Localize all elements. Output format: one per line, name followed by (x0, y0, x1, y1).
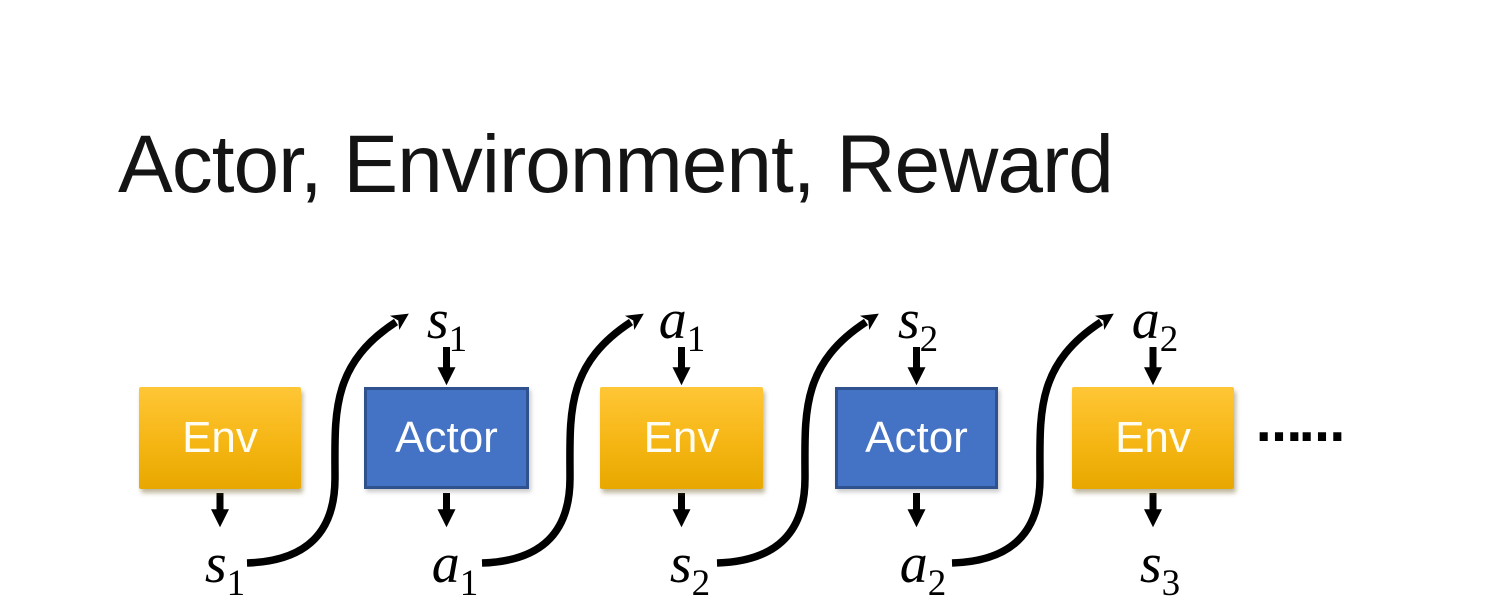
env-box-1: Env (139, 387, 301, 489)
label-a1-top: a1 (632, 292, 732, 358)
label-a1-top-sub: 1 (686, 319, 706, 360)
env-box-2-label: Env (643, 413, 720, 462)
label-a2-bottom-sub: 2 (927, 563, 947, 604)
env-box-2: Env (600, 387, 763, 489)
label-s2-top-sub: 2 (919, 319, 939, 360)
env-box-1-label: Env (182, 413, 258, 462)
label-a1-bottom: a1 (405, 536, 505, 602)
label-s3-bottom-sub: 3 (1161, 563, 1181, 604)
label-a2-bottom-base: a (899, 533, 928, 595)
label-s1-bottom-sub: 1 (226, 563, 246, 604)
label-a2-top: a2 (1105, 292, 1205, 358)
label-s1-top-base: s (426, 289, 449, 351)
label-s2-bottom-sub: 2 (691, 563, 711, 604)
env-box-3: Env (1072, 387, 1234, 489)
actor-box-2: Actor (835, 387, 998, 489)
label-a2-top-sub: 2 (1159, 319, 1179, 360)
actor-box-2-label: Actor (865, 413, 968, 462)
env-box-3-label: Env (1115, 413, 1191, 462)
label-s2-bottom-base: s (669, 533, 692, 595)
ellipsis-continuation: …… (1256, 398, 1345, 452)
actor-box-1-label: Actor (395, 413, 498, 462)
label-s2-bottom: s2 (640, 536, 740, 602)
label-s1-top: s1 (397, 292, 497, 358)
label-a1-bottom-sub: 1 (459, 563, 479, 604)
label-s1-bottom: s1 (175, 536, 275, 602)
slide-title: Actor, Environment, Reward (118, 119, 1114, 210)
label-s3-bottom: s3 (1110, 536, 1210, 602)
label-a2-bottom: a2 (873, 536, 973, 602)
label-a1-bottom-base: a (431, 533, 460, 595)
label-s1-top-sub: 1 (448, 319, 468, 360)
actor-box-1: Actor (364, 387, 529, 489)
bottom-output-arrows (211, 493, 1162, 528)
label-s2-top: s2 (868, 292, 968, 358)
label-a1-top-base: a (658, 289, 687, 351)
label-s3-bottom-base: s (1139, 533, 1162, 595)
top-feed-arrows (437, 347, 1162, 386)
label-s2-top-base: s (897, 289, 920, 351)
label-a2-top-base: a (1131, 289, 1160, 351)
label-s1-bottom-base: s (204, 533, 227, 595)
